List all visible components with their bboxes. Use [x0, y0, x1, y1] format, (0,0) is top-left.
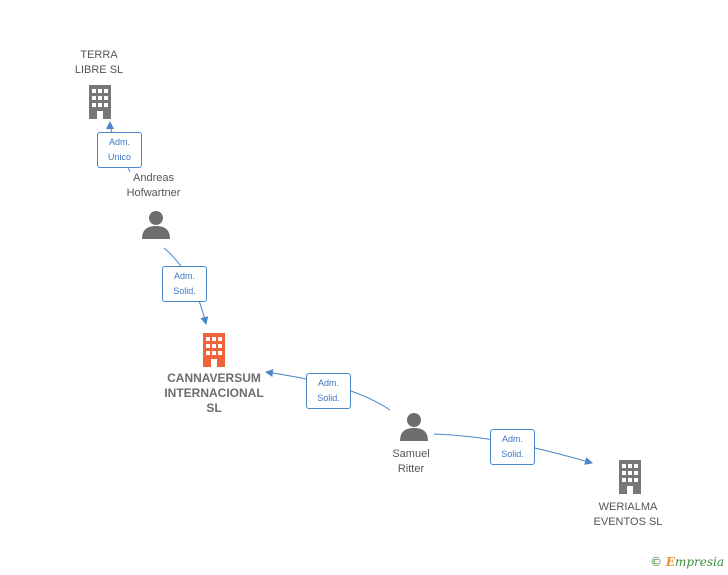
node-label-terra-libre[interactable]: TERRA LIBRE SL	[74, 49, 124, 76]
edge-label-adm-solid: Adm. Solid.	[490, 429, 535, 465]
empresia-logo: © Empresia	[650, 555, 724, 569]
building-icon-main[interactable]	[203, 333, 225, 367]
node-label-cannaversum[interactable]: CANNAVERSUM INTERNACIONAL SL	[164, 371, 264, 415]
edge-label-adm-solid: Adm. Solid.	[162, 266, 207, 302]
edge-label-adm-solid: Adm. Solid.	[306, 373, 351, 409]
building-icon[interactable]	[619, 460, 641, 494]
node-label-werialma-eventos[interactable]: WERIALMA EVENTOS SL	[593, 501, 663, 528]
edge-label-adm-unico: Adm. Unico	[97, 132, 142, 168]
person-icon[interactable]	[142, 211, 170, 239]
brand-initial: E	[665, 555, 675, 569]
node-label-andreas-hofwartner[interactable]: Andreas Hofwartner	[126, 172, 181, 199]
building-icon[interactable]	[89, 85, 111, 119]
copyright-symbol: ©	[650, 555, 662, 569]
brand-name: mpresia	[674, 555, 725, 569]
person-icon[interactable]	[400, 413, 428, 441]
node-label-samuel-ritter[interactable]: Samuel Ritter	[392, 448, 430, 475]
